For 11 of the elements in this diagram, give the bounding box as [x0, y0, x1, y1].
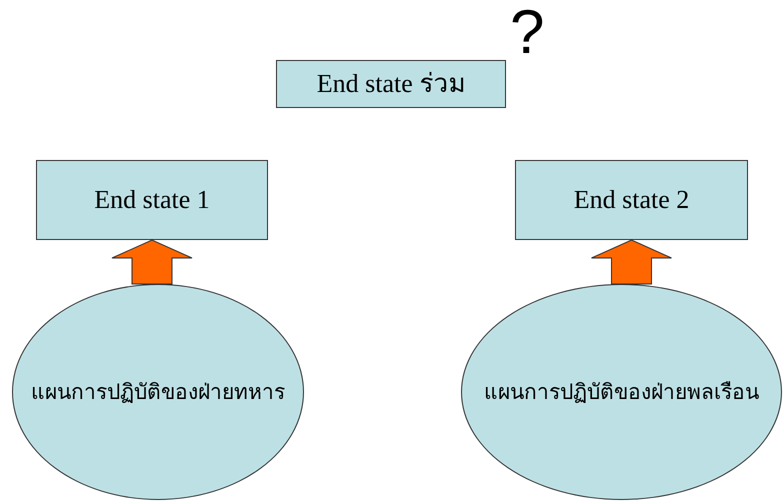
node-label: แผนการปฏิบัติของฝ่ายทหาร: [31, 380, 285, 404]
node-label: End state 2: [574, 185, 690, 215]
end-state-box: [515, 160, 748, 240]
node-label: แผนการปฏิบัติของฝ่ายพลเรือน: [484, 380, 759, 404]
node-label: End state 1: [94, 185, 210, 215]
end-state-box: [276, 60, 506, 108]
node-label: End state ร่วม: [316, 69, 466, 99]
block-arrow: [112, 239, 192, 284]
end-state-box: [36, 160, 268, 240]
block-arrow: [591, 239, 672, 284]
question-mark: ?: [510, 2, 544, 64]
